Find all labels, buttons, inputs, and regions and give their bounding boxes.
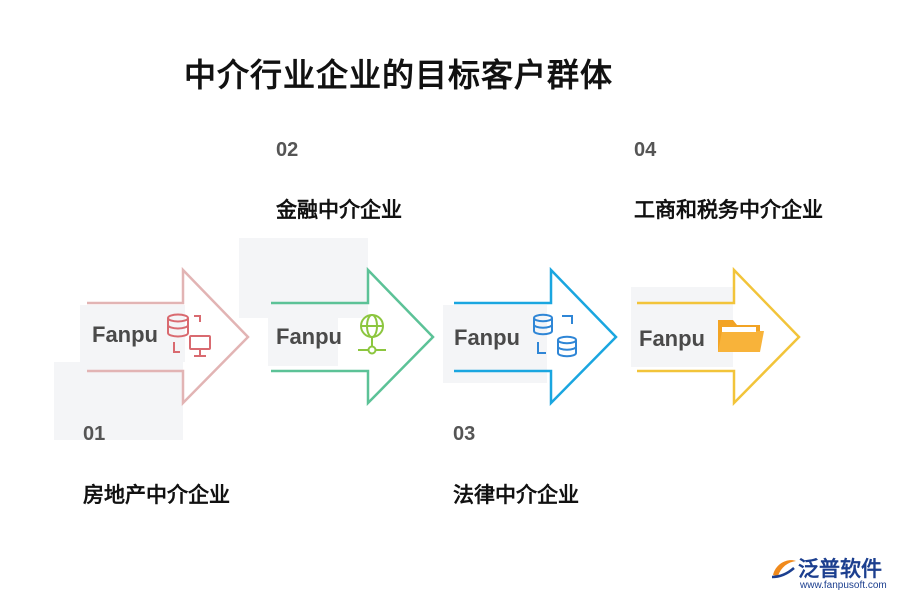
brand-logo: 泛普软件 www.fanpusoft.com xyxy=(770,553,895,598)
database-sync-icon xyxy=(533,313,577,358)
page-title: 中介行业企业的目标客户群体 xyxy=(184,56,614,94)
watermark-text: Fanpu xyxy=(639,326,705,351)
background-block xyxy=(631,287,733,367)
watermark-text: Fanpu xyxy=(276,324,342,349)
step-label-03: 法律中介企业 xyxy=(453,483,579,507)
background-block xyxy=(239,238,368,318)
arrow-step-01 xyxy=(87,266,250,407)
logo-url: www.fanpusoft.com xyxy=(800,580,887,591)
arrow-step-03 xyxy=(454,266,618,407)
background-block xyxy=(268,310,338,366)
arrow-step-02 xyxy=(271,266,435,407)
logo-mark-icon xyxy=(771,560,796,579)
database-monitor-icon xyxy=(167,313,211,357)
step-number-03: 03 xyxy=(453,423,476,445)
watermark-text: Fanpu xyxy=(454,325,520,350)
background-block xyxy=(54,362,183,440)
step-number-04: 04 xyxy=(634,139,657,161)
watermark-text: Fanpu xyxy=(92,322,158,347)
step-label-04: 工商和税务中介企业 xyxy=(634,198,823,222)
step-number-01: 01 xyxy=(83,423,106,445)
globe-network-icon xyxy=(358,314,386,355)
step-number-02: 02 xyxy=(276,139,299,161)
logo-name: 泛普软件 xyxy=(798,557,882,581)
step-label-01: 房地产中介企业 xyxy=(83,483,230,507)
arrow-step-04 xyxy=(637,266,801,407)
step-label-02: 金融中介企业 xyxy=(276,198,402,222)
folder-icon xyxy=(718,320,764,352)
